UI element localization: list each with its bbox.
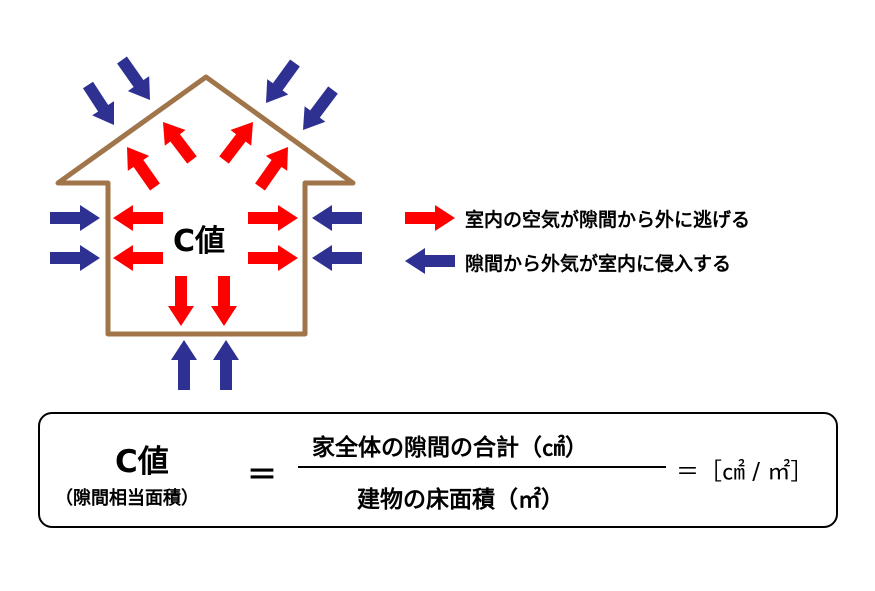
formula-denominator: 建物の床面積（㎡） [357, 487, 564, 513]
red-arrow-left-icon [113, 245, 163, 271]
formula-equals: ＝ [247, 458, 277, 493]
red-arrow-right-icon [248, 245, 298, 271]
red-arrow-down-icon [168, 276, 194, 326]
legend-text-leak-in: 隙間から外気が室内に侵入する [465, 253, 732, 275]
blue-arrow-down-right-icon [82, 81, 115, 126]
legend-blue-arrow-left-icon [405, 248, 455, 274]
fraction-line [298, 466, 666, 468]
blue-arrow-up-icon [171, 340, 197, 390]
red-arrow-down-icon [211, 276, 237, 326]
red-arrow-up-right-icon [255, 147, 288, 191]
blue-arrow-left-icon [312, 205, 362, 231]
red-arrow-right-icon [248, 205, 298, 231]
legend-red-arrow-right-icon [405, 205, 455, 231]
red-arrow-left-icon [113, 205, 163, 231]
red-arrow-up-left-icon [162, 122, 197, 164]
red-arrow-up-left-icon [127, 147, 160, 191]
blue-arrow-right-icon [50, 245, 100, 271]
formula-numerator: 家全体の隙間の合計（㎠） [312, 435, 588, 461]
blue-arrow-right-icon [50, 205, 100, 231]
blue-arrow-down-left-icon [266, 59, 300, 104]
blue-arrow-down-left-icon [303, 86, 338, 131]
red-arrow-up-right-icon [219, 122, 254, 164]
formula-box [38, 412, 838, 528]
blue-arrow-down-right-icon [117, 56, 150, 100]
blue-arrow-up-icon [213, 340, 239, 390]
house-outline [55, 74, 356, 337]
house-label: C値 [173, 224, 226, 259]
blue-arrow-left-icon [312, 245, 362, 271]
formula-lhs-subtitle: （隙間相当面積） [55, 488, 199, 509]
formula-lhs-title: C値 [115, 444, 169, 480]
formula-result: ＝［㎠ / ㎡］ [676, 459, 814, 485]
legend-text-leak-out: 室内の空気が隙間から外に逃げる [465, 209, 751, 231]
